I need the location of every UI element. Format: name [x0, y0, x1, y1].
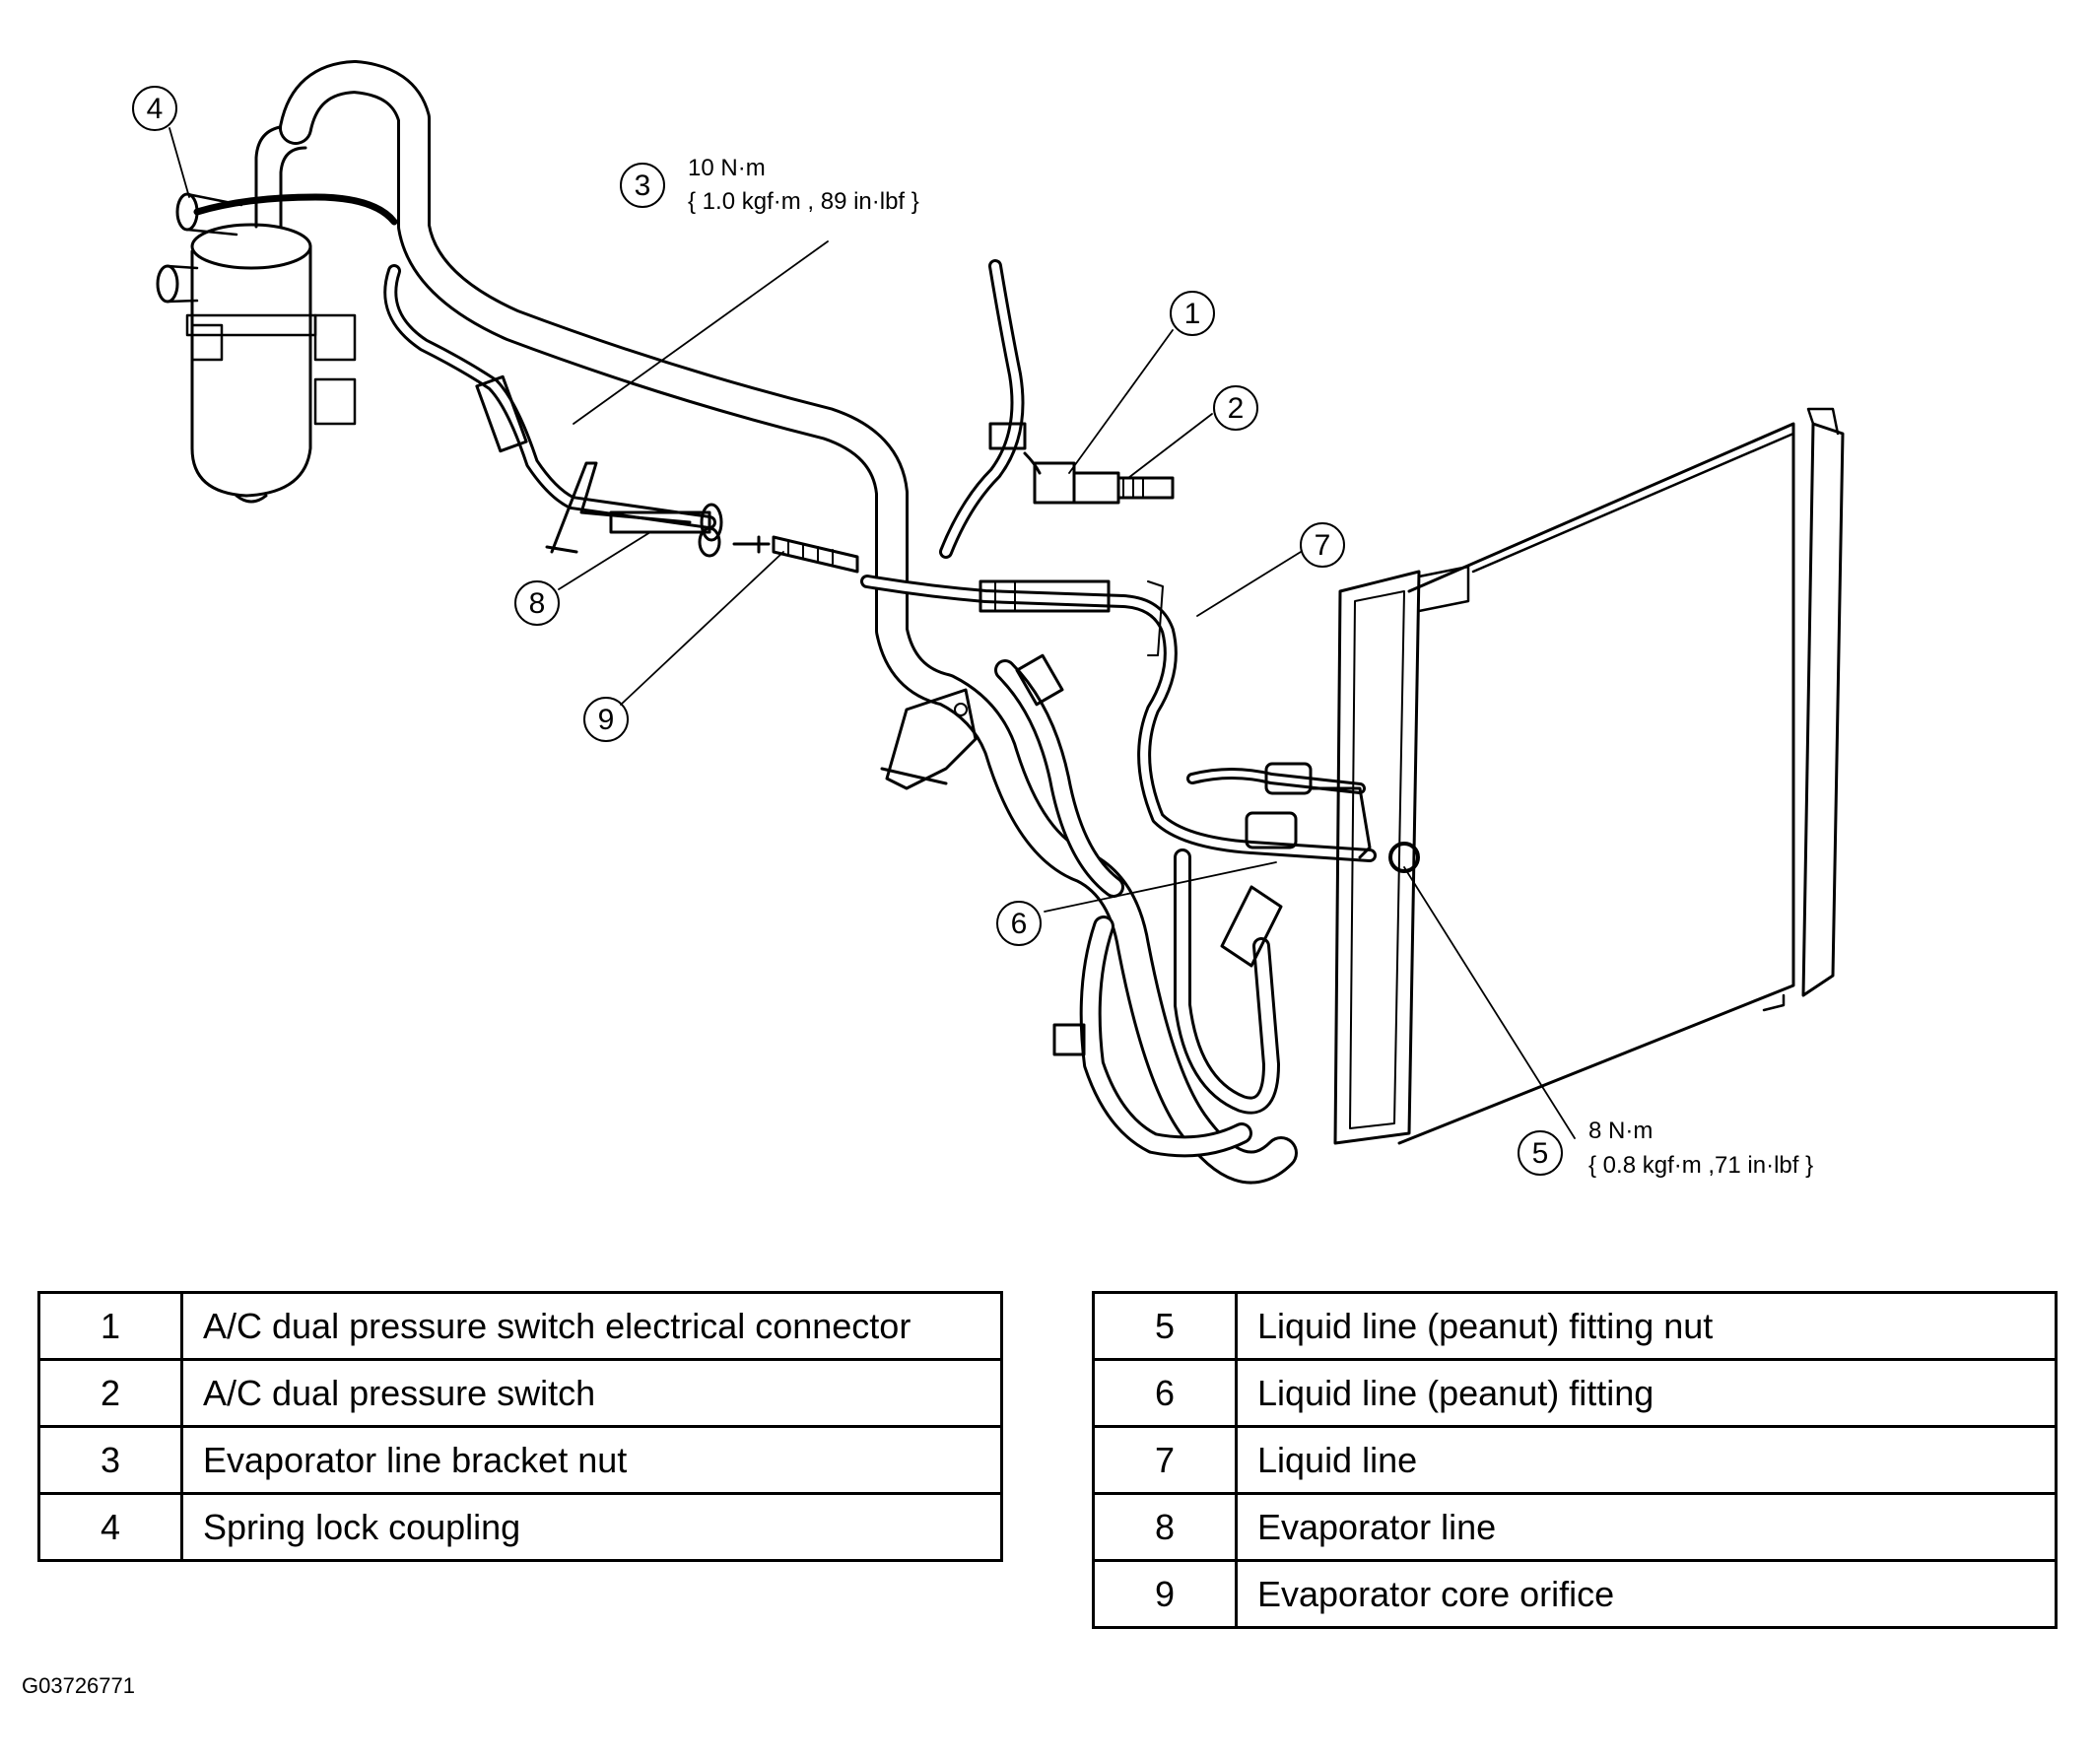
hose-bracket — [880, 688, 978, 790]
callout-2: 2 — [1228, 392, 1245, 425]
torque-3-detail: { 1.0 kgf·m , 89 in·lbf } — [688, 188, 919, 215]
leader-lines — [169, 127, 1576, 1139]
legend-table-right: 5 Liquid line (peanut) fitting nut 6 Liq… — [1092, 1291, 2058, 1629]
legend-description: A/C dual pressure switch — [180, 1358, 1003, 1428]
legend-description: Evaporator core orifice — [1235, 1559, 2058, 1629]
legend-description: Liquid line (peanut) fitting nut — [1235, 1291, 2058, 1361]
legend-description: Evaporator line bracket nut — [180, 1425, 1003, 1495]
legend-row: 5 Liquid line (peanut) fitting nut — [1092, 1291, 2058, 1361]
legend-row: 2 A/C dual pressure switch — [37, 1358, 1003, 1428]
legend-row: 7 Liquid line — [1092, 1425, 2058, 1495]
pressure-switch-assembly — [939, 259, 1175, 559]
callout-9: 9 — [598, 704, 615, 736]
legend-description: A/C dual pressure switch electrical conn… — [180, 1291, 1003, 1361]
legend-number: 8 — [1092, 1492, 1238, 1562]
legend-row: 9 Evaporator core orifice — [1092, 1559, 2058, 1629]
callout-1: 1 — [1184, 298, 1201, 330]
condenser — [1333, 407, 1845, 1145]
callout-5: 5 — [1532, 1137, 1549, 1170]
legend-number: 9 — [1092, 1559, 1238, 1629]
figure-id: G03726771 — [22, 1673, 135, 1698]
legend-table-left: 1 A/C dual pressure switch electrical co… — [37, 1291, 1003, 1562]
legend-number: 1 — [37, 1291, 183, 1361]
torque-5-detail: { 0.8 kgf·m ,71 in·lbf } — [1588, 1152, 1813, 1179]
suction-hose — [279, 60, 1298, 1185]
callout-3: 3 — [635, 170, 651, 202]
legend-number: 3 — [37, 1425, 183, 1495]
torque-5-value: 8 N·m — [1588, 1118, 1653, 1144]
legend-number: 2 — [37, 1358, 183, 1428]
ac-line-diagram: 4 1 2 3 5 6 7 8 9 10 N·m { 1.0 kgf·m , 8… — [132, 60, 1845, 1185]
callout-8: 8 — [529, 587, 546, 620]
legend-number: 6 — [1092, 1358, 1238, 1428]
evaporator-core-orifice — [609, 503, 859, 574]
compressor-lines — [1052, 848, 1283, 1158]
legend-description: Spring lock coupling — [180, 1492, 1003, 1562]
liquid-line — [860, 575, 1377, 862]
callout-6: 6 — [1011, 908, 1028, 940]
callout-circles — [132, 86, 1563, 1176]
legend-row: 4 Spring lock coupling — [37, 1492, 1003, 1562]
torque-3-value: 10 N·m — [688, 155, 766, 181]
legend-number: 4 — [37, 1492, 183, 1562]
accumulator-canister — [156, 124, 398, 504]
legend-row: 3 Evaporator line bracket nut — [37, 1425, 1003, 1495]
callout-7: 7 — [1315, 529, 1331, 562]
legend-description: Liquid line — [1235, 1425, 2058, 1495]
peanut-fitting — [1245, 762, 1420, 873]
callout-4: 4 — [147, 93, 164, 125]
legend-number: 7 — [1092, 1425, 1238, 1495]
legend-row: 8 Evaporator line — [1092, 1492, 2058, 1562]
legend-row: 6 Liquid line (peanut) fitting — [1092, 1358, 2058, 1428]
legend-description: Evaporator line — [1235, 1492, 2058, 1562]
legend-number: 5 — [1092, 1291, 1238, 1361]
legend-description: Liquid line (peanut) fitting — [1235, 1358, 2058, 1428]
legend-row: 1 A/C dual pressure switch electrical co… — [37, 1291, 1003, 1361]
discharge-hose — [994, 653, 1124, 898]
evaporator-line — [383, 264, 716, 554]
